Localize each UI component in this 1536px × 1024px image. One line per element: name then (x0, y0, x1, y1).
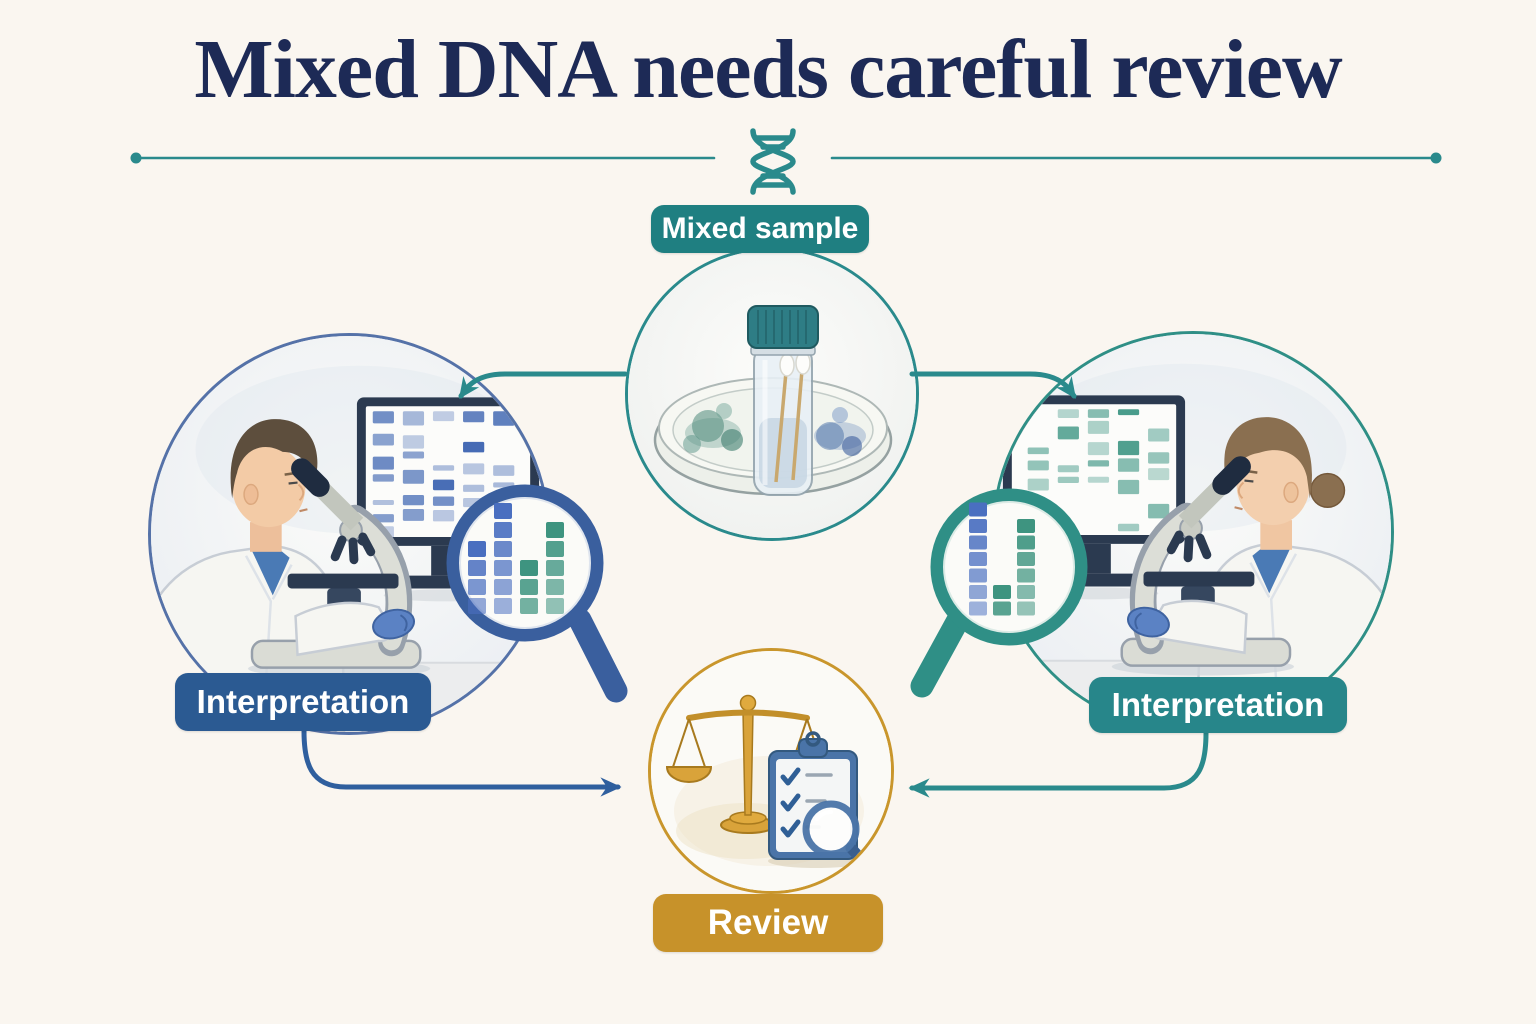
gloved-hand (1127, 599, 1248, 655)
analyst-right-illustration (995, 334, 1391, 730)
arrow-left-to-review (301, 728, 622, 797)
node-interpretation-right (992, 331, 1394, 733)
hair-bun (1310, 472, 1346, 508)
title-divider (130, 128, 1442, 195)
checkmarks (780, 767, 801, 838)
scale-pan-left (665, 766, 713, 783)
dna-helix-icon (750, 128, 796, 195)
label-mixed-sample: Mixed sample (651, 205, 869, 253)
magnifier-handle (910, 610, 969, 698)
sample-stains-teal (683, 403, 743, 453)
sample-stains-blue (814, 407, 866, 456)
review-illustration (651, 651, 891, 891)
petri-dish-icon (653, 377, 893, 496)
swab-tip (779, 353, 795, 377)
gloved-hand (294, 601, 415, 657)
node-review (648, 648, 894, 894)
label-interpretation-left: Interpretation (175, 673, 431, 731)
node-mixed-sample (625, 247, 919, 541)
label-review: Review (653, 894, 883, 952)
swab-stick (774, 371, 788, 483)
divider-dot-right (1430, 152, 1442, 164)
swab-stick (791, 369, 804, 481)
page-title: Mixed DNA needs careful review (194, 23, 1342, 116)
label-interpretation-right: Interpretation (1089, 677, 1347, 733)
mixed-sample-illustration (628, 250, 916, 538)
hair (230, 419, 318, 499)
magnifier-handle (568, 608, 628, 703)
arrow-right-to-review (908, 730, 1209, 798)
divider-dot-left (130, 152, 142, 164)
sample-tube-icon (747, 305, 819, 496)
hair (1224, 417, 1312, 499)
